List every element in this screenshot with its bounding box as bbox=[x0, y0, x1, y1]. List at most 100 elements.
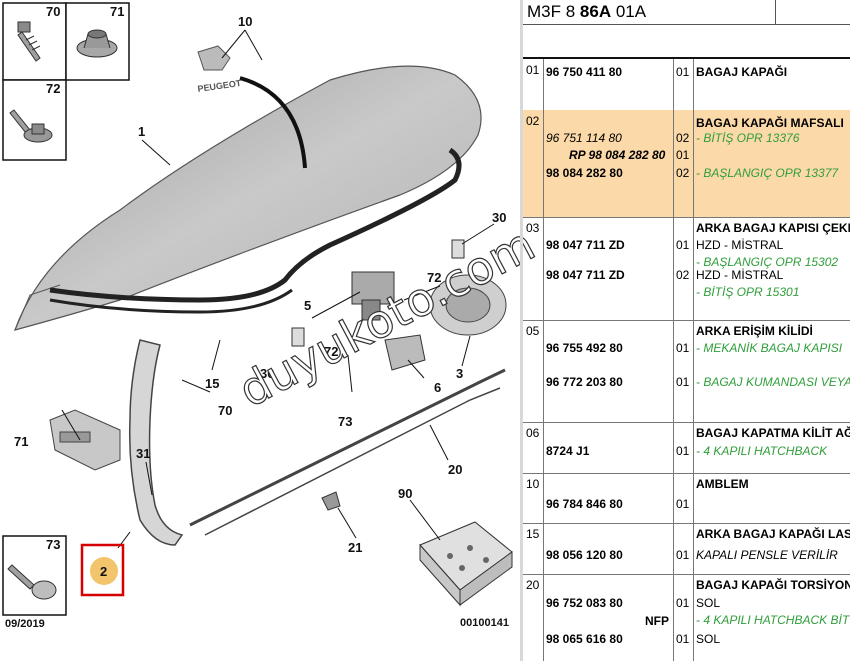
group-title: BAGAJ KAPAĞI bbox=[696, 65, 788, 79]
torsion-rod[interactable] bbox=[189, 368, 506, 536]
part-description: HZD - MİSTRAL bbox=[696, 268, 784, 282]
part-number[interactable]: 8724 J1 bbox=[546, 444, 590, 458]
group-title: BAGAJ KAPAĞI MAFSALI bbox=[696, 116, 844, 130]
seal-strip[interactable] bbox=[49, 147, 462, 314]
group-index: 06 bbox=[526, 426, 540, 440]
callout-5: 5 bbox=[304, 298, 311, 313]
hinge-mount[interactable] bbox=[49, 409, 121, 471]
quantity: 01 bbox=[676, 497, 690, 511]
part-number[interactable]: 98 084 282 80 bbox=[546, 166, 623, 180]
quantity: 01 bbox=[676, 548, 690, 562]
callout-90: 90 bbox=[398, 486, 412, 501]
quantity: 02 bbox=[676, 166, 690, 180]
fastener-kit-box[interactable] bbox=[419, 521, 513, 607]
group-index: 15 bbox=[526, 527, 540, 541]
thumbnail-72[interactable]: 72 bbox=[2, 79, 67, 161]
catalog-code: M3F 8 86A 01A bbox=[527, 2, 647, 21]
screw-icon bbox=[9, 109, 53, 143]
group-index: 05 bbox=[526, 324, 540, 338]
part-group-20[interactable]: 20 BAGAJ KAPAĞI TORSİYON 96 752 083 80 01 SO… bbox=[523, 574, 850, 661]
part-group-02[interactable]: 02 BAGAJ KAPAĞI MAFSALI 96 751 114 80 02 - B… bbox=[523, 110, 850, 218]
tailgate-lid[interactable] bbox=[14, 65, 482, 331]
callout-labels: 10 1 30 72 5 30 72 6 3 15 70 73 20 71 31… bbox=[14, 14, 506, 555]
part-note: - 4 KAPILI HATCHBACK bbox=[696, 444, 828, 458]
quantity: 01 bbox=[676, 148, 690, 162]
part-number[interactable]: 96 755 492 80 bbox=[546, 341, 623, 355]
callout-30a: 30 bbox=[492, 210, 506, 225]
quantity: 01 bbox=[676, 632, 690, 646]
diagram-ref: 00100141 bbox=[460, 617, 509, 629]
quantity: 02 bbox=[676, 268, 690, 282]
part-number[interactable]: 96 784 846 80 bbox=[546, 497, 623, 511]
callout-6: 6 bbox=[434, 380, 441, 395]
callout-72a: 72 bbox=[427, 270, 441, 285]
part-number[interactable]: 98 047 711 ZD bbox=[546, 238, 625, 252]
part-note: - BİTİŞ OPR 13376 bbox=[696, 131, 800, 145]
part-number[interactable]: NFP bbox=[645, 614, 669, 628]
quantity: 01 bbox=[676, 65, 690, 79]
panel-separator bbox=[520, 0, 523, 661]
group-index: 02 bbox=[526, 114, 540, 128]
part-group-15[interactable]: 15 ARKA BAGAJ KAPAĞI LAST 98 056 120 80 01 K… bbox=[523, 523, 850, 575]
part-number[interactable]: 96 752 083 80 bbox=[546, 596, 623, 610]
callout-bubble bbox=[90, 557, 118, 585]
group-title: ARKA BAGAJ KAPISI ÇEKME bbox=[696, 221, 850, 235]
emblem-cable bbox=[239, 76, 307, 169]
thumbnail-71[interactable]: 71 bbox=[65, 2, 130, 81]
callout-1: 1 bbox=[138, 124, 145, 139]
rubber-stop-left[interactable] bbox=[291, 327, 305, 347]
callout-10: 10 bbox=[238, 14, 252, 29]
part-number[interactable]: 98 065 616 80 bbox=[546, 632, 623, 646]
hinge-arm[interactable] bbox=[128, 339, 184, 546]
callout-73: 73 bbox=[338, 414, 352, 429]
callout-20: 20 bbox=[448, 462, 462, 477]
part-description: KAPALI PENSLE VERİLİR bbox=[696, 548, 838, 562]
part-note: - BİTİŞ OPR 15301 bbox=[696, 285, 800, 299]
lock-assembly[interactable] bbox=[351, 271, 395, 321]
part-note: - 4 KAPILI HATCHBACK BİT bbox=[696, 613, 850, 627]
part-number[interactable]: 98 056 120 80 bbox=[546, 548, 623, 562]
group-index: 20 bbox=[526, 578, 540, 592]
callout-21: 21 bbox=[348, 540, 362, 555]
part-number[interactable]: 98 047 711 ZD bbox=[546, 268, 625, 282]
part-number[interactable]: RP 98 084 282 80 bbox=[569, 148, 666, 162]
thumbnail-70[interactable]: 70 bbox=[2, 2, 67, 81]
highlight-frame bbox=[80, 543, 125, 597]
part-group-03[interactable]: 03 ARKA BAGAJ KAPISI ÇEKME 98 047 711 ZD 01… bbox=[523, 217, 850, 321]
part-note: - BAGAJ KUMANDASI VEYA bbox=[696, 375, 850, 389]
quantity: 01 bbox=[676, 238, 690, 252]
highlighted-callout-2[interactable]: 2 bbox=[80, 543, 125, 597]
diagram-date: 09/2019 bbox=[5, 618, 45, 630]
emblem-badge-text: PEUGEOT bbox=[197, 78, 242, 94]
peugeot-emblem[interactable]: PEUGEOT bbox=[197, 45, 242, 94]
table-header: M3F 8 86A 01A bbox=[523, 0, 850, 25]
group-title: BAGAJ KAPAĞI TORSİYON bbox=[696, 578, 850, 592]
part-number[interactable]: 96 751 114 80 bbox=[546, 131, 622, 145]
quantity: 01 bbox=[676, 444, 690, 458]
group-index: 03 bbox=[526, 221, 540, 235]
group-title: ARKA BAGAJ KAPAĞI LAST bbox=[696, 527, 850, 541]
clip-21[interactable] bbox=[321, 491, 341, 511]
callout-31: 31 bbox=[136, 446, 150, 461]
rubber-stop-right[interactable] bbox=[451, 239, 465, 259]
quantity: 02 bbox=[676, 131, 690, 145]
latch-assembly[interactable] bbox=[384, 334, 426, 371]
leader-lines bbox=[61, 29, 495, 549]
part-number[interactable]: 96 772 203 80 bbox=[546, 375, 623, 389]
thumb-label-73: 73 bbox=[46, 537, 60, 552]
exploded-view: 70 71 72 73 bbox=[2, 2, 513, 630]
part-description: SOL bbox=[696, 632, 721, 646]
parts-diagram: 70 71 72 73 bbox=[2, 2, 544, 630]
hatch-motor[interactable] bbox=[429, 274, 507, 336]
clip-screw-icon bbox=[7, 564, 57, 600]
group-title: AMBLEM bbox=[696, 477, 749, 491]
part-description: SOL bbox=[696, 596, 721, 610]
part-note: - BAŞLANGIÇ OPR 15302 bbox=[696, 255, 839, 269]
thumbnail-73[interactable]: 73 bbox=[2, 535, 67, 616]
nut-icon bbox=[76, 29, 118, 58]
part-number[interactable]: 96 750 411 80 bbox=[546, 65, 623, 79]
